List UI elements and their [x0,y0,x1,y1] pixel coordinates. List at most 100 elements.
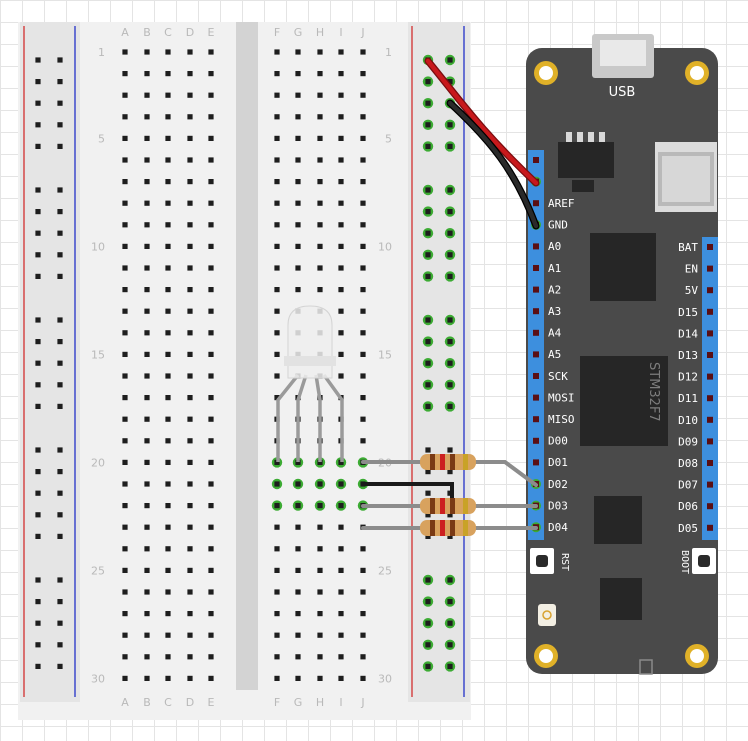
hole-J4[interactable] [360,114,366,120]
hole-E15[interactable] [208,351,214,357]
hole-D14[interactable] [187,330,193,336]
right-rail-hole-12-a[interactable] [425,360,431,366]
hole-D11[interactable] [187,265,193,271]
hole-C22[interactable] [165,503,171,509]
hole-J5[interactable] [360,135,366,141]
left-rail-hole-4-a[interactable] [35,143,41,149]
left-rail-hole-19-a[interactable] [35,533,41,539]
hole-D15[interactable] [187,351,193,357]
hole-C7[interactable] [165,179,171,185]
hole-A25[interactable] [122,567,128,573]
left-rail-hole-4-b[interactable] [57,143,63,149]
hole-G27[interactable] [295,611,301,617]
left-rail-hole-23-a[interactable] [35,642,41,648]
left-rail-hole-5-a[interactable] [35,187,41,193]
hole-G6[interactable] [295,157,301,163]
hole-J6[interactable] [360,157,366,163]
hole-J1[interactable] [360,49,366,55]
hole-I22[interactable] [338,503,344,509]
left-rail-hole-7-b[interactable] [57,230,63,236]
hole-B9[interactable] [144,222,150,228]
hole-E28[interactable] [208,632,214,638]
hole-D27[interactable] [187,611,193,617]
hole-F1[interactable] [274,49,280,55]
hole-G20[interactable] [295,459,301,465]
resistor-blue[interactable] [420,520,476,536]
hole-B21[interactable] [144,481,150,487]
hole-D10[interactable] [187,243,193,249]
hole-F14[interactable] [274,330,280,336]
left-rail-hole-18-b[interactable] [57,512,63,518]
hole-J17[interactable] [360,395,366,401]
left-header-pin-4[interactable] [533,243,539,250]
hole-C18[interactable] [165,416,171,422]
hole-I2[interactable] [338,71,344,77]
right-rail-hole-7-b[interactable] [447,230,453,236]
left-rail-hole-7-a[interactable] [35,230,41,236]
hole-E5[interactable] [208,135,214,141]
hole-C4[interactable] [165,114,171,120]
hole-E20[interactable] [208,459,214,465]
hole-B1[interactable] [144,49,150,55]
hole-E8[interactable] [208,200,214,206]
right-rail-hole-10-b[interactable] [447,317,453,323]
hole-F20[interactable] [274,459,280,465]
hole-F27[interactable] [274,611,280,617]
left-rail-hole-14-a[interactable] [35,403,41,409]
hole-I21[interactable] [338,481,344,487]
hole-B30[interactable] [144,675,150,681]
hole-G12[interactable] [295,287,301,293]
hole-J10[interactable] [360,243,366,249]
right-rail-hole-4-b[interactable] [447,143,453,149]
hole-C11[interactable] [165,265,171,271]
hole-E9[interactable] [208,222,214,228]
hole-I11[interactable] [338,265,344,271]
hole-A2[interactable] [122,71,128,77]
hole-J18[interactable] [360,416,366,422]
hole-D26[interactable] [187,589,193,595]
left-rail-hole-10-b[interactable] [57,317,63,323]
hole-H1[interactable] [317,49,323,55]
left-rail-hole-22-b[interactable] [57,620,63,626]
hole-E16[interactable] [208,373,214,379]
hole-D12[interactable] [187,287,193,293]
right-rail-hole-19-b[interactable] [447,533,453,539]
hole-A14[interactable] [122,330,128,336]
right-header-pin-d12[interactable] [707,373,713,380]
right-header-pin-d13[interactable] [707,352,713,358]
hole-C8[interactable] [165,200,171,206]
hole-E14[interactable] [208,330,214,336]
hole-C21[interactable] [165,481,171,487]
left-rail-hole-9-b[interactable] [57,273,63,279]
hole-C10[interactable] [165,243,171,249]
hole-I20[interactable] [338,459,344,465]
right-rail-hole-13-b[interactable] [447,382,453,388]
hole-I16[interactable] [338,373,344,379]
hole-D1[interactable] [187,49,193,55]
hole-D7[interactable] [187,179,193,185]
hole-I15[interactable] [338,351,344,357]
left-rail-hole-16-b[interactable] [57,469,63,475]
hole-F11[interactable] [274,265,280,271]
hole-J2[interactable] [360,71,366,77]
hole-B6[interactable] [144,157,150,163]
right-rail-hole-8-b[interactable] [447,252,453,258]
left-rail-hole-13-a[interactable] [35,382,41,388]
hole-D3[interactable] [187,92,193,98]
hole-I13[interactable] [338,308,344,314]
left-rail-hole-10-a[interactable] [35,317,41,323]
left-rail-hole-20-b[interactable] [57,577,63,583]
hole-E6[interactable] [208,157,214,163]
hole-F6[interactable] [274,157,280,163]
hole-A21[interactable] [122,481,128,487]
left-header-pin-10[interactable] [533,373,539,379]
hole-C28[interactable] [165,632,171,638]
hole-D20[interactable] [187,459,193,465]
left-rail-hole-2-b[interactable] [57,100,63,106]
hole-J25[interactable] [360,567,366,573]
hole-B22[interactable] [144,503,150,509]
reset-button[interactable] [530,548,554,574]
hole-I29[interactable] [338,654,344,660]
hole-G24[interactable] [295,546,301,552]
rgb-led[interactable] [276,305,344,462]
